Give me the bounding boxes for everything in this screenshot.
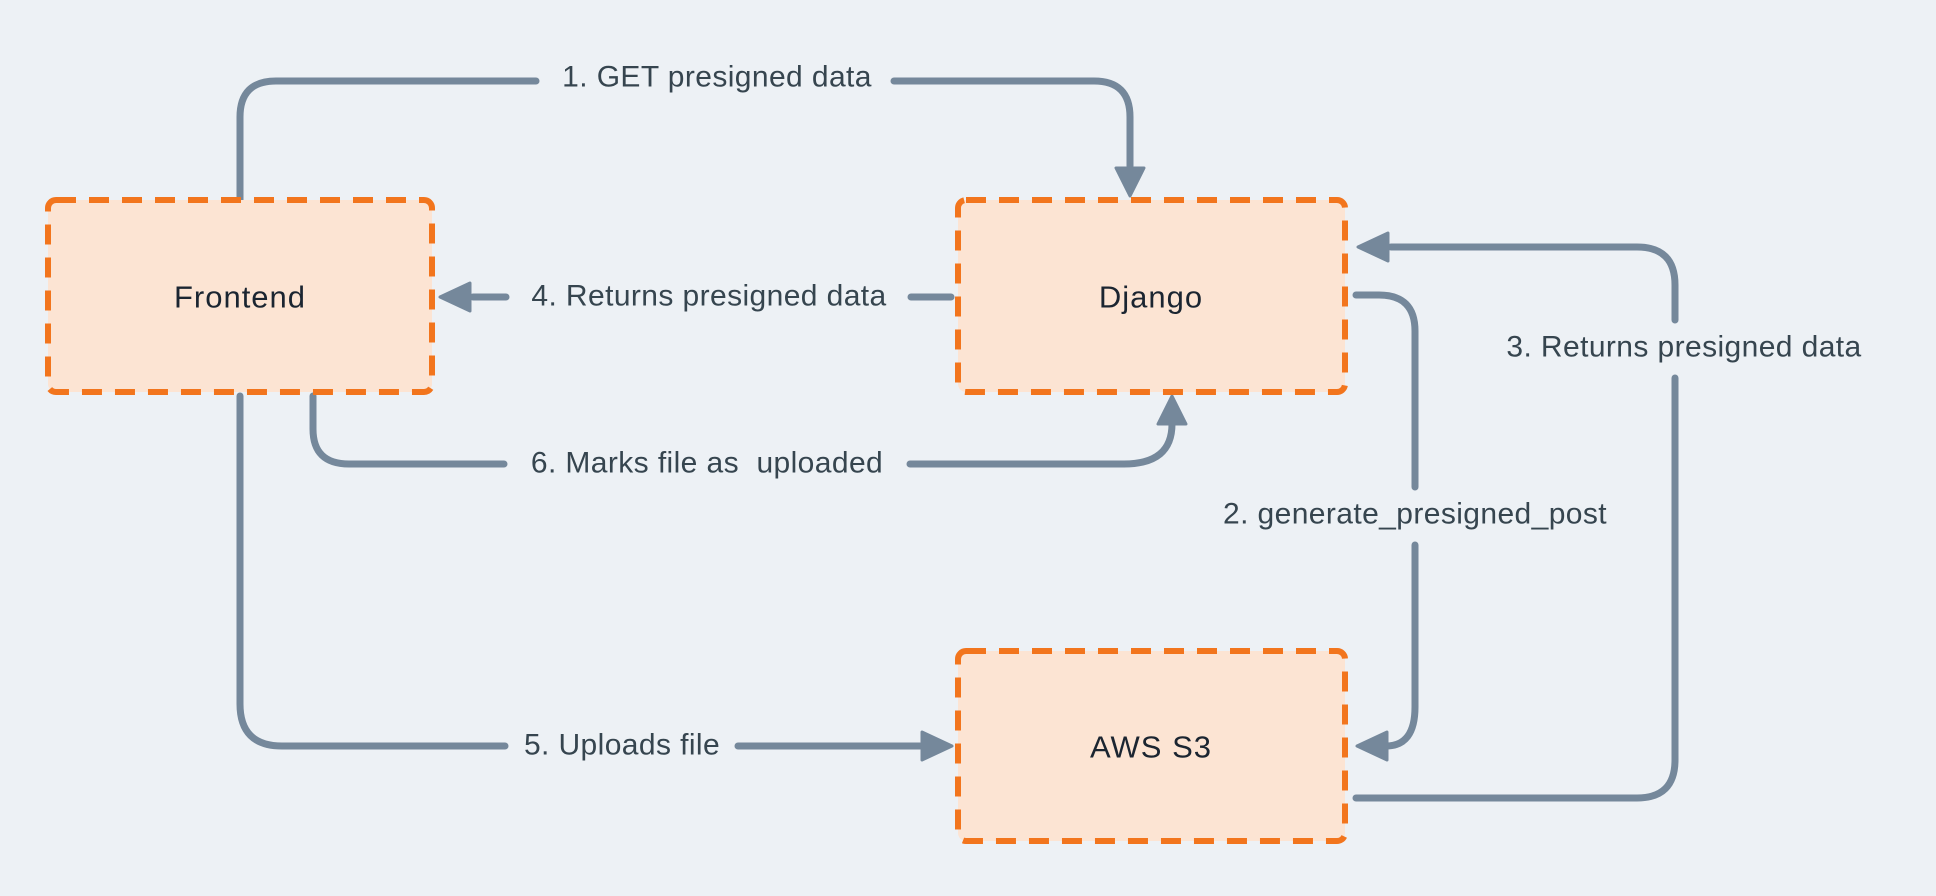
edge-5-label: 5. Uploads file (524, 729, 720, 762)
node-django-box (955, 197, 1348, 395)
edge-6-segment-left (309, 392, 508, 468)
edge-1-segment-left (236, 77, 540, 207)
edge-6-arrowhead-up-icon (1156, 394, 1188, 426)
node-aws-s3: AWS S3 (955, 648, 1348, 844)
edge-2-arrowhead-left-icon (1355, 730, 1389, 762)
edge-6-label: 6. Marks file as uploaded (531, 447, 883, 480)
edge-1-label: 1. GET presigned data (562, 61, 872, 94)
edge-6-segment-right (906, 420, 1176, 468)
node-aws-s3-label: AWS S3 (1090, 730, 1212, 765)
node-django: Django (955, 197, 1348, 395)
node-frontend-label: Frontend (174, 280, 306, 315)
edge-1-arrowhead-down-icon (1114, 166, 1146, 198)
node-frontend-box (45, 197, 435, 395)
edge-4-arrowhead-left-icon (438, 281, 472, 313)
edge-2-label: 2. generate_presigned_post (1223, 498, 1607, 531)
nodes-layer: Frontend Django AWS S3 (45, 197, 1348, 844)
node-aws-s3-box (955, 648, 1348, 844)
edge-3-label: 3. Returns presigned data (1506, 331, 1861, 364)
edge-3-segment-top (1387, 243, 1679, 324)
edge-2-segment-top (1352, 291, 1419, 491)
edge-labels-layer: 1. GET presigned data 2. generate_presig… (524, 61, 1861, 762)
edge-1-segment-right (890, 77, 1134, 170)
edge-3-arrowhead-left-icon (1356, 231, 1390, 263)
edge-3-segment-bottom (1352, 374, 1679, 802)
edge-2-segment-bottom (1382, 541, 1419, 750)
edge-5-segment-left (236, 392, 509, 750)
node-frontend: Frontend (45, 197, 435, 395)
edge-4-label: 4. Returns presigned data (531, 280, 886, 313)
edge-5-arrowhead-right-icon (920, 730, 954, 762)
edges-layer (236, 77, 1679, 802)
node-django-label: Django (1099, 280, 1203, 315)
